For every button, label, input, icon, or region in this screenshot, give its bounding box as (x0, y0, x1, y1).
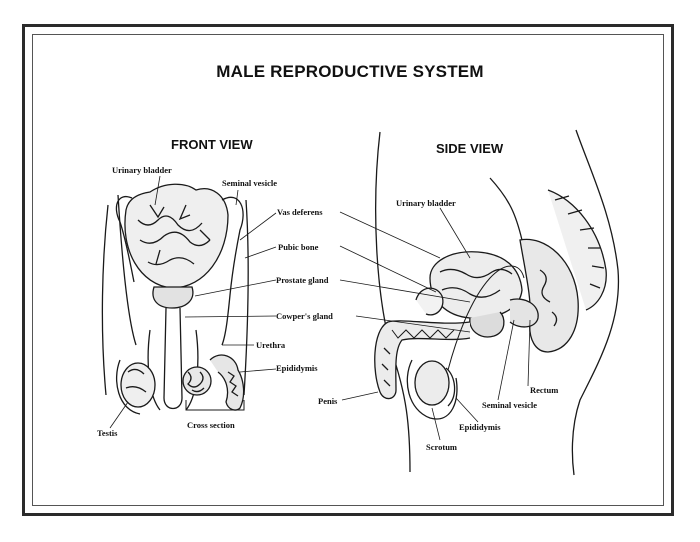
label-penis: Penis (318, 396, 338, 406)
label-testis: Testis (97, 428, 118, 438)
front-view-heading: FRONT VIEW (171, 137, 253, 152)
front-cross-section (182, 354, 245, 411)
label-rectum: Rectum (530, 385, 558, 395)
side-urinary-bladder (429, 251, 523, 319)
label-cowpers-gland: Cowper's gland (276, 311, 333, 321)
label-side-epididymis: Epididymis (459, 422, 501, 432)
label-prostate-gland: Prostate gland (276, 275, 329, 285)
side-sacrum (547, 189, 607, 311)
label-side-urinary-bladder: Urinary bladder (396, 198, 456, 208)
label-cross-section: Cross section (187, 420, 235, 430)
inner-border (32, 34, 664, 506)
diagram-title: MALE REPRODUCTIVE SYSTEM (216, 62, 484, 81)
side-testis (406, 359, 458, 420)
front-urinary-bladder (124, 183, 229, 289)
front-prostate (152, 286, 194, 309)
label-scrotum: Scrotum (426, 442, 457, 452)
label-front-seminal-vesicle: Seminal vesicle (222, 178, 277, 188)
side-penis (374, 320, 471, 400)
label-side-seminal-vesicle: Seminal vesicle (482, 400, 537, 410)
outer-border (22, 24, 674, 516)
label-pubic-bone: Pubic bone (278, 242, 319, 252)
label-front-epididymis: Epididymis (276, 363, 318, 373)
front-view-drawing (101, 175, 277, 429)
label-vas-deferens: Vas deferens (277, 207, 323, 217)
label-urethra: Urethra (256, 340, 286, 350)
label-front-urinary-bladder: Urinary bladder (112, 165, 172, 175)
front-testis (116, 359, 156, 415)
side-view-heading: SIDE VIEW (436, 141, 504, 156)
side-view-drawing (339, 129, 620, 476)
